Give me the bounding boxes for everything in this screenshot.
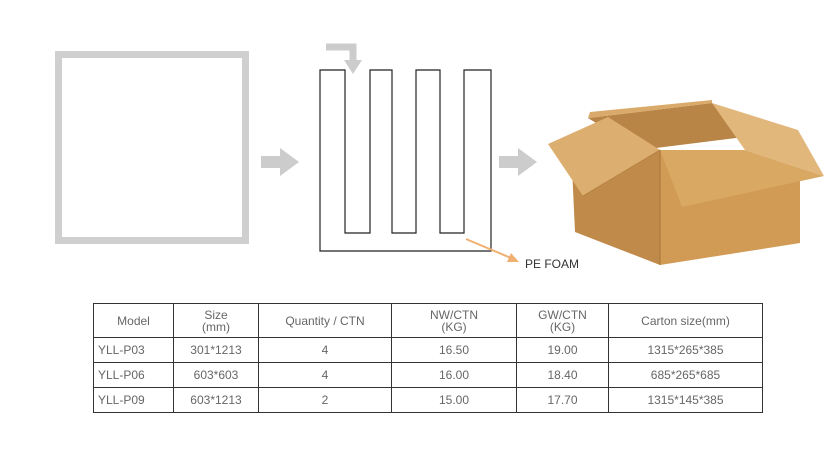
cell-size: 301*1213	[173, 337, 259, 363]
cell-quantity: 2	[258, 387, 392, 413]
header-nw: NW/CTN (KG)	[391, 303, 517, 338]
header-quantity: Quantity / CTN	[258, 303, 392, 338]
header-gw-line1: GW/CTN	[538, 307, 587, 322]
cell-gw: 17.70	[516, 387, 609, 413]
right-arrow-icon	[499, 148, 537, 176]
panel-frame-icon	[55, 51, 249, 244]
header-size: Size (mm)	[173, 303, 259, 338]
cell-model: YLL-P03	[93, 337, 174, 363]
header-size-line1: Size	[204, 307, 228, 322]
specification-table: Model Size (mm) Quantity / CTN NW/CTN (K…	[93, 303, 763, 413]
table-header-row: Model Size (mm) Quantity / CTN NW/CTN (K…	[93, 303, 763, 338]
table-row: YLL-P09 603*1213 2 15.00 17.70 1315*145*…	[93, 387, 763, 413]
table-row: YLL-P06 603*603 4 16.00 18.40 685*265*68…	[93, 362, 763, 388]
open-carton-box-icon	[548, 100, 824, 265]
packing-diagram	[55, 43, 824, 265]
table-row: YLL-P03 301*1213 4 16.50 19.00 1315*265*…	[93, 337, 763, 363]
cell-quantity: 4	[258, 362, 392, 388]
cell-quantity: 4	[258, 337, 392, 363]
cell-gw: 19.00	[516, 337, 609, 363]
header-gw: GW/CTN (KG)	[516, 303, 609, 338]
cell-nw: 16.50	[391, 337, 517, 363]
cell-carton: 685*265*685	[608, 362, 763, 388]
down-arrow-icon	[326, 43, 362, 74]
cell-gw: 18.40	[516, 362, 609, 388]
pe-foam-pointer	[465, 238, 519, 262]
header-gw-line2: (KG)	[549, 319, 576, 334]
header-carton-size: Carton size(mm)	[608, 303, 763, 338]
folded-foam-icon	[319, 69, 492, 252]
cell-nw: 15.00	[391, 387, 517, 413]
right-arrow-icon	[261, 148, 299, 176]
cell-model: YLL-P09	[93, 387, 174, 413]
cell-size: 603*603	[173, 362, 259, 388]
header-nw-line2: (KG)	[441, 319, 467, 334]
header-model: Model	[93, 303, 174, 338]
cell-model: YLL-P06	[93, 362, 174, 388]
cell-carton: 1315*265*385	[608, 337, 763, 363]
cell-size: 603*1213	[173, 387, 259, 413]
cell-carton: 1315*145*385	[608, 387, 763, 413]
pe-foam-label: PE FOAM	[525, 257, 580, 271]
cell-nw: 16.00	[391, 362, 517, 388]
header-nw-line1: NW/CTN	[430, 307, 478, 322]
header-size-line2: (mm)	[202, 319, 230, 334]
